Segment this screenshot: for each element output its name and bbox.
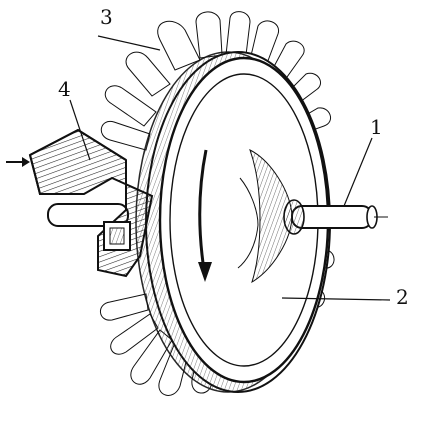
label-blade: 3 — [100, 5, 113, 29]
blade — [225, 11, 251, 56]
blade — [110, 313, 159, 355]
nozzle — [28, 128, 154, 278]
leader-lines — [69, 35, 391, 301]
blade — [157, 20, 201, 71]
blade — [104, 85, 157, 127]
label-shaft: 1 — [370, 115, 383, 139]
blade — [125, 51, 171, 97]
disk-face — [158, 56, 330, 384]
blade — [100, 120, 151, 151]
label-nozzle: 4 — [58, 77, 71, 101]
shaft — [47, 199, 388, 235]
blade — [130, 329, 173, 385]
blade — [195, 11, 223, 59]
blade — [100, 293, 149, 321]
flow-arrow — [6, 157, 30, 167]
label-disk: 2 — [396, 285, 409, 309]
rotation-arrow — [198, 149, 212, 282]
